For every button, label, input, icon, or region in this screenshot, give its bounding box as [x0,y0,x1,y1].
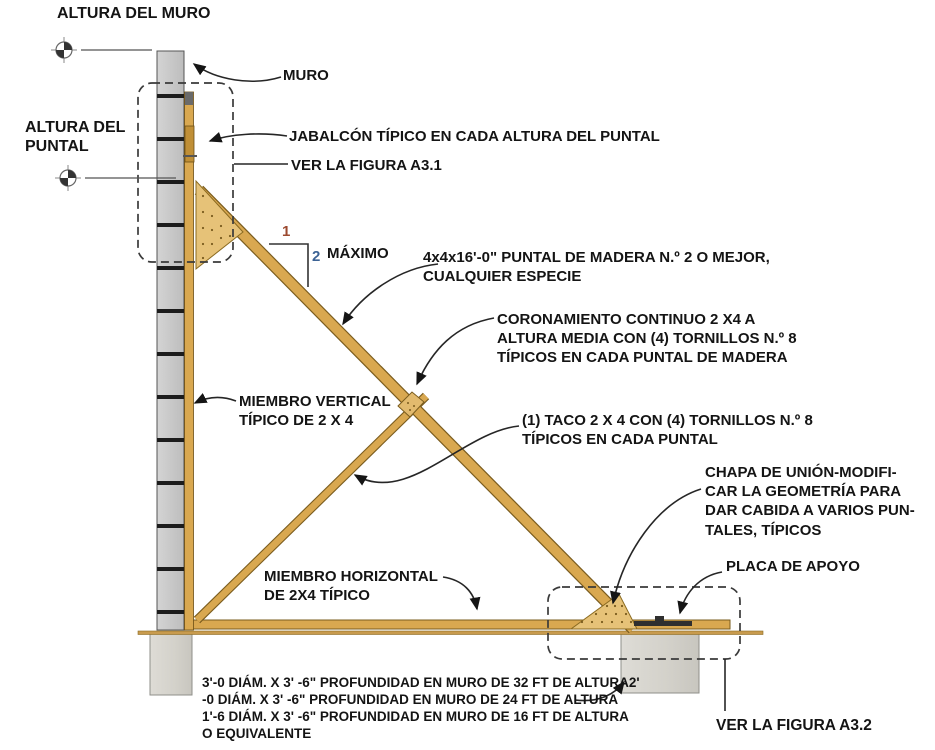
miembro-horizontal-leader [442,576,481,611]
nota-cimentacion-label: 3'-0 DIÁM. X 3' -6" PROFUNDIDAD EN MURO … [202,675,640,742]
vertical-member [184,91,194,631]
jabalcon-leader [208,132,288,143]
bearing-plate [634,616,692,626]
wall [156,50,185,631]
right-footing [620,631,700,694]
puntal-madera-label: 4x4x16'-0" PUNTAL DE MADERA N.º 2 O MEJO… [423,249,770,286]
taco-leader [353,425,520,486]
vertical-member-cap [185,92,193,105]
muro-leader [192,63,282,82]
placa-leader [677,571,723,615]
top-gusset-plate [195,179,244,271]
mid-connection-block [397,391,425,418]
miembro-vertical-leader [193,392,237,404]
nota-leader [574,680,625,702]
left-footing [149,631,193,696]
miembro-horizontal-label: MIEMBRO HORIZONTAL DE 2X4 TÍPICO [264,568,438,605]
puntal-leader [342,263,439,326]
wall-height-datum-target-icon [51,37,77,63]
placa-apoyo-label: PLACA DE APOYO [726,558,860,575]
muro-label: MURO [283,67,329,84]
knee-brace [193,392,430,624]
jabalcon-label: JABALCÓN TÍPICO EN CADA ALTURA DEL PUNTA… [289,128,660,145]
chapa-leader [610,488,702,605]
chapa-union-label: CHAPA DE UNIÓN-MODIFI- CAR LA GEOMETRÍA … [705,464,915,539]
taco-label: (1) TACO 2 X 4 CON (4) TORNILLOS N.º 8 T… [522,412,813,449]
miembro-vertical-label: MIEMBRO VERTICAL TÍPICO DE 2 X 4 [239,393,391,430]
slope-rise-label: 2 [312,248,321,265]
detail-box-a31 [137,82,234,263]
jabalcon-block [183,125,197,163]
altura-del-muro-label: ALTURA DEL MURO [57,5,211,22]
ver-figura-a31-label: VER LA FIGURA A3.1 [291,157,442,174]
slope-run-label: 1 [282,223,291,240]
ver-figura-a32-label: VER LA FIGURA A3.2 [716,717,872,734]
shore-height-datum-target-icon [55,165,81,191]
slope-indicator [269,243,309,287]
ground-sill-line [137,630,764,635]
detail-box-a32 [547,586,741,660]
coronamiento-label: CORONAMIENTO CONTINUO 2 X4 A ALTURA MEDI… [497,311,797,367]
maximo-label: MÁXIMO [327,245,389,262]
altura-del-puntal-label: ALTURA DEL PUNTAL [25,119,126,155]
coronamiento-leader [416,317,495,386]
